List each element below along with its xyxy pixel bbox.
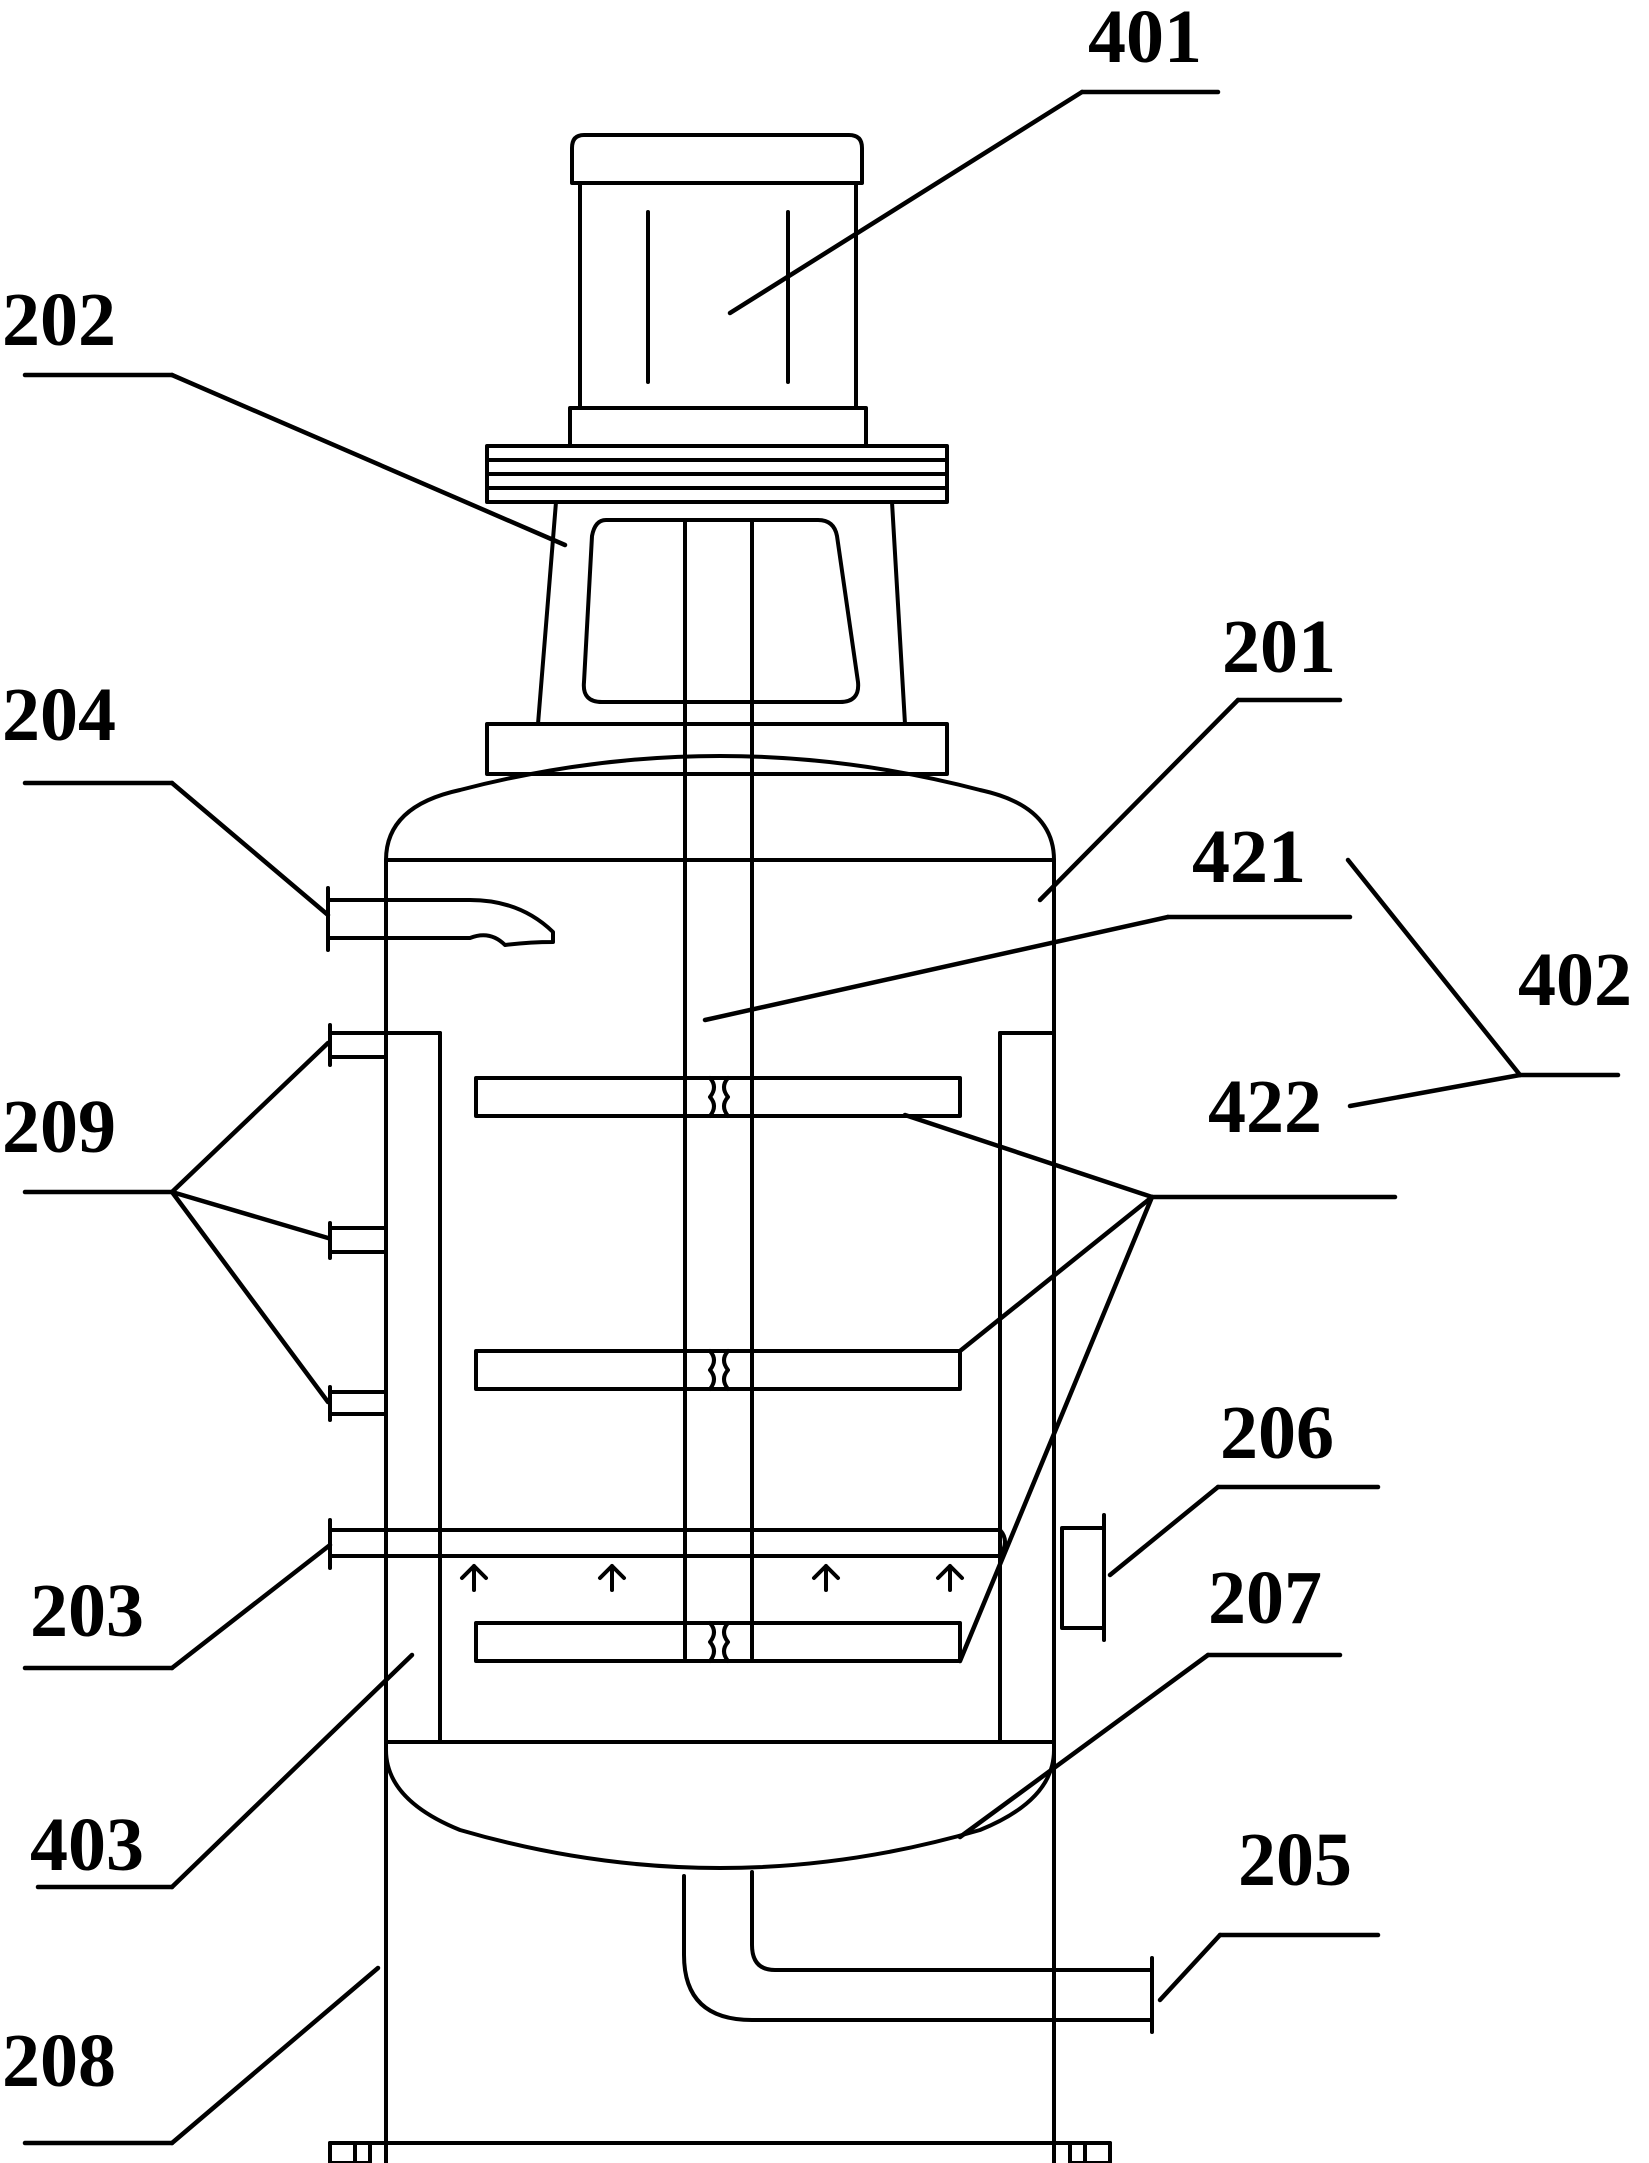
label-209: 209	[2, 1085, 116, 1169]
agitator-shaft	[683, 518, 754, 1660]
label-201: 201	[1222, 605, 1336, 689]
label-401: 401	[1088, 0, 1202, 79]
distributor-pipe	[328, 1518, 1007, 1592]
base-support	[328, 2141, 1112, 2163]
label-205: 205	[1238, 1818, 1352, 1902]
side-nozzle	[1060, 1513, 1106, 1642]
reactor-shell	[384, 754, 1056, 2163]
leader-lines	[22, 89, 1621, 2146]
label-203: 203	[30, 1569, 144, 1653]
label-402: 402	[1518, 938, 1632, 1022]
label-421: 421	[1192, 815, 1306, 899]
stirring-blades	[474, 1076, 962, 1663]
motor	[568, 133, 868, 448]
inlet-pipe	[326, 886, 555, 952]
callout-labels: 401 202 201 204 421 402 422 209 206 203 …	[2, 0, 1632, 2103]
outlet-pipe	[682, 1870, 1154, 2034]
label-204: 204	[2, 673, 116, 757]
motor-support-frame	[485, 444, 949, 776]
jacket-nozzles	[328, 1023, 388, 1422]
bottom-head	[384, 1740, 1056, 1870]
label-206: 206	[1220, 1391, 1334, 1475]
label-422: 422	[1208, 1065, 1322, 1149]
label-202: 202	[2, 278, 116, 362]
label-403: 403	[30, 1803, 144, 1887]
label-208: 208	[2, 2019, 116, 2103]
label-207: 207	[1208, 1556, 1322, 1640]
jacket	[384, 1031, 1056, 1744]
